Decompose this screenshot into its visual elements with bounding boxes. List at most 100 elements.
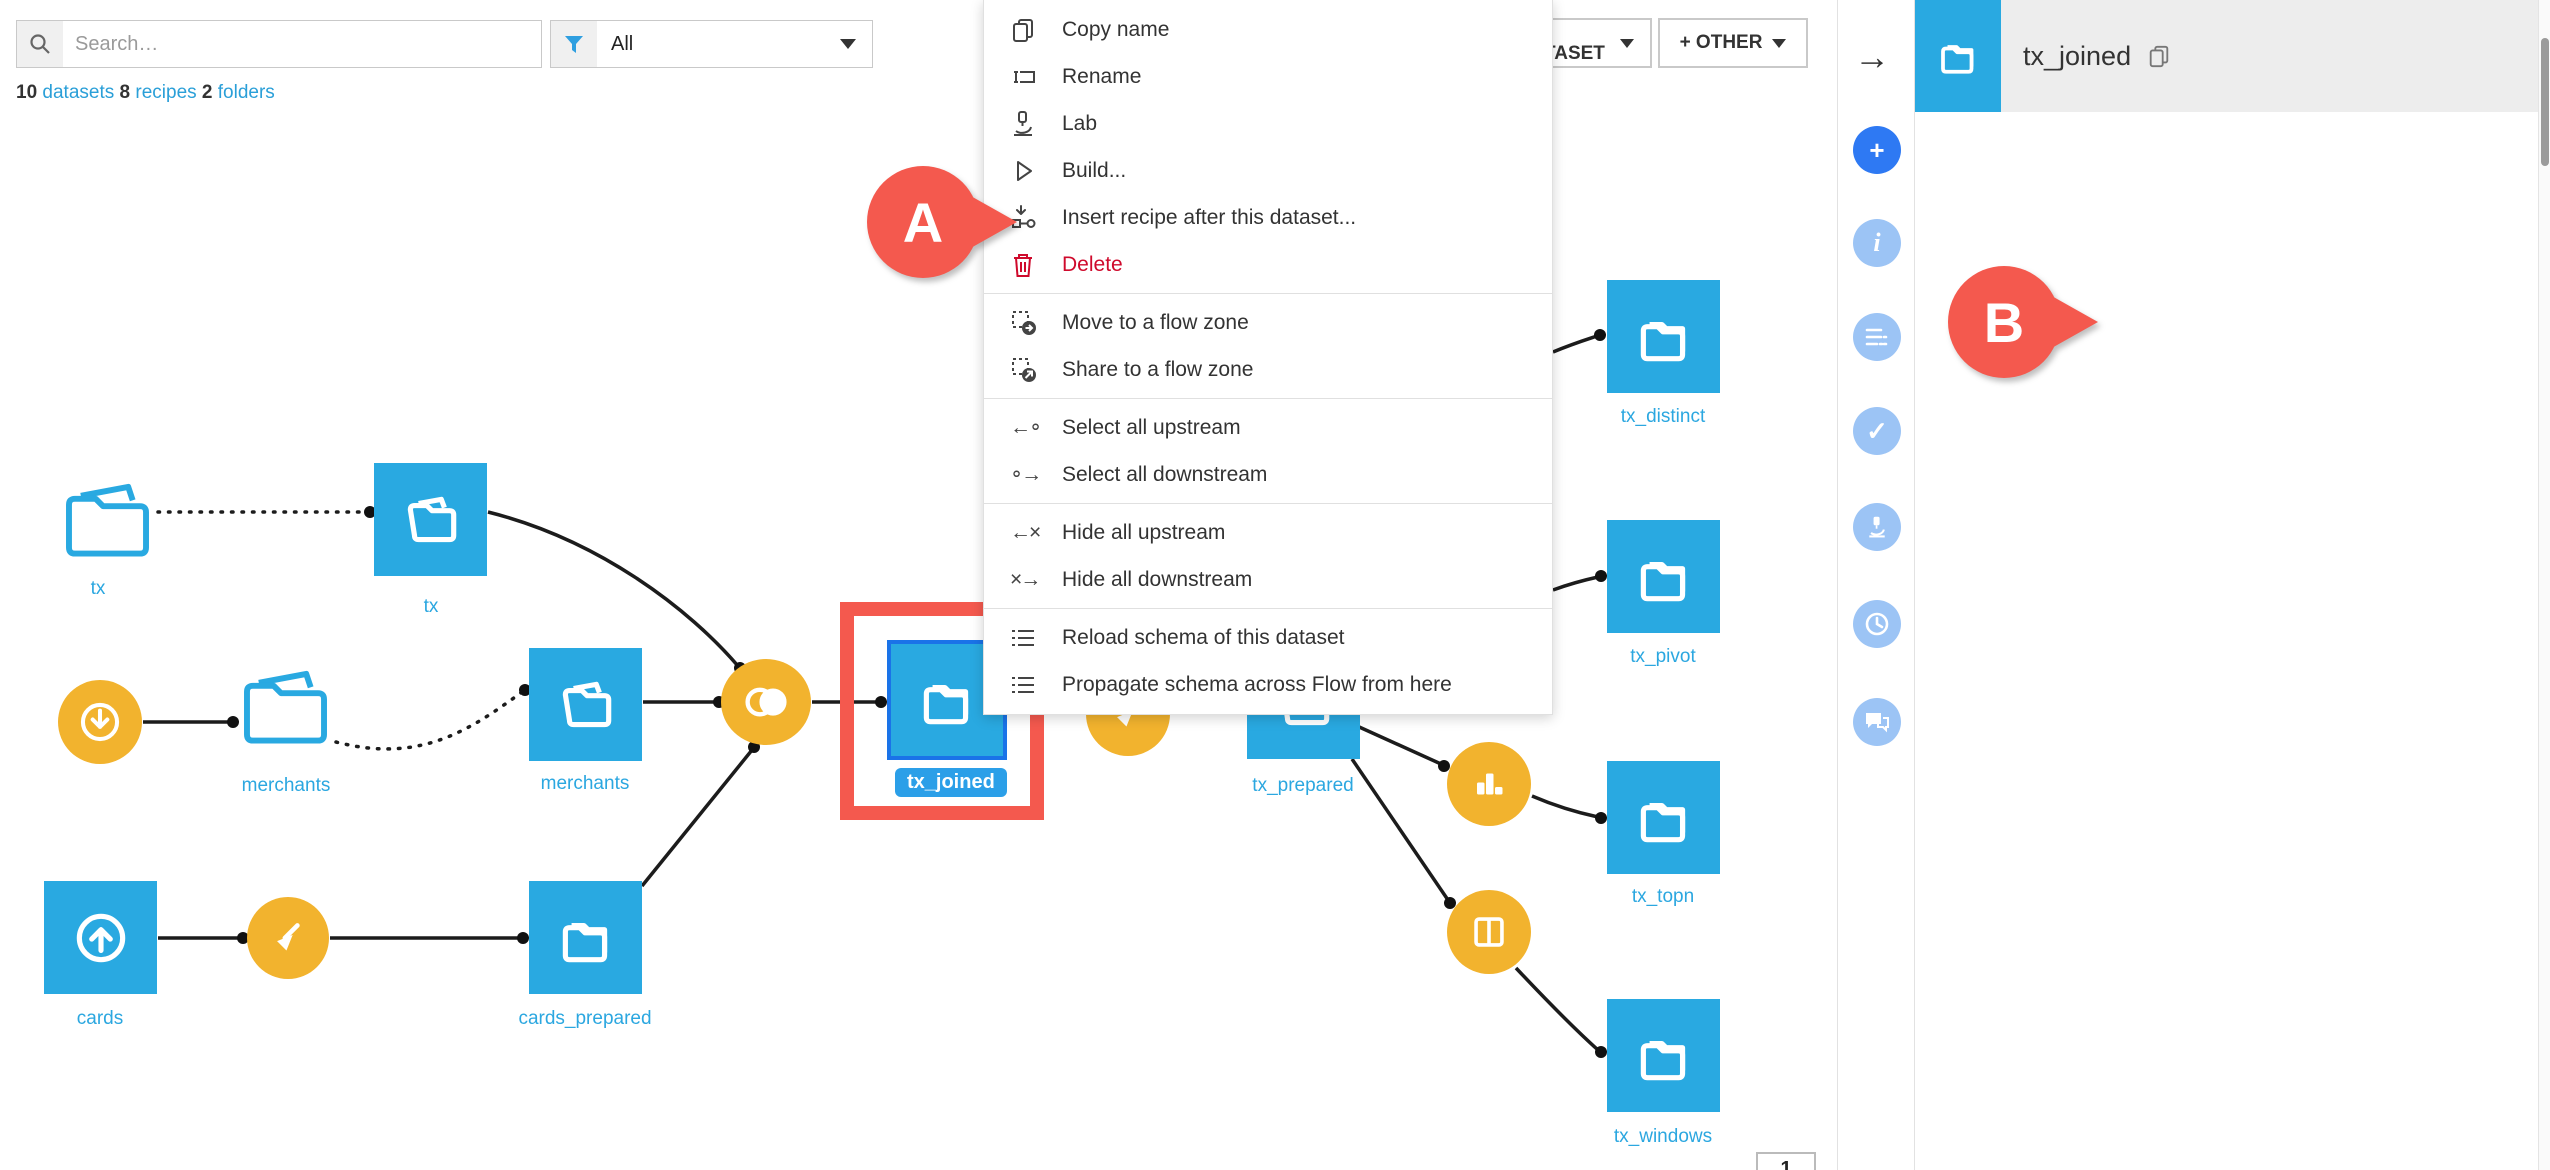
filter-dropdown[interactable]: All (550, 20, 873, 68)
recipes-link[interactable]: recipes (135, 82, 197, 103)
flow-dataset-tx-distinct[interactable] (1607, 280, 1720, 393)
rename-icon (984, 65, 1042, 89)
dataset-folder-icon (1640, 802, 1685, 842)
menu-item-select-downstream[interactable]: ∘→ Select all downstream (984, 451, 1552, 498)
menu-item-copy-name[interactable]: Copy name (984, 6, 1552, 53)
scrollbar-thumb[interactable] (2541, 38, 2549, 166)
window-recipe-icon (1474, 917, 1504, 947)
panel-scrollbar (2538, 0, 2550, 1170)
flow-dataset-merchants[interactable] (529, 648, 642, 761)
dataset-folder-icon (923, 685, 969, 725)
menu-item-lab[interactable]: Lab (984, 100, 1552, 147)
panel-header: tx_joined (1915, 0, 2538, 112)
node-label: tx_topn (1631, 886, 1695, 907)
menu-item-move-flow-zone[interactable]: Move to a flow zone (984, 299, 1552, 346)
flow-recipe-window[interactable] (1447, 890, 1531, 974)
flow-recipe-join[interactable] (721, 659, 811, 745)
select-upstream-icon: ←∘ (1010, 416, 1042, 439)
dataset-folder-icon (562, 922, 607, 962)
menu-item-reload-schema[interactable]: Reload schema of this dataset (984, 614, 1552, 661)
tab-info[interactable]: i (1853, 219, 1901, 267)
flow-zoom-indicator[interactable]: 1 (1756, 1152, 1816, 1170)
filter-funnel-icon (551, 21, 597, 67)
flow-folder-tx[interactable] (59, 481, 156, 561)
hide-downstream-icon: ×→ (1010, 567, 1041, 591)
flow-edges (143, 329, 1607, 1058)
recipe-count: 8 (119, 82, 131, 103)
selected-node-badge: tx_joined (895, 768, 1007, 797)
menu-item-propagate-schema[interactable]: Propagate schema across Flow from here (984, 661, 1552, 708)
menu-item-share-flow-zone[interactable]: Share to a flow zone (984, 346, 1552, 393)
search-input[interactable] (63, 21, 541, 67)
node-label: merchants (241, 775, 331, 796)
flow-recipe-download[interactable] (58, 680, 142, 764)
panel-tab-strip: → + i ✓ (1838, 0, 1915, 1170)
dataset-type-icon (1915, 0, 2001, 112)
join-recipe-icon (745, 687, 787, 717)
add-other-button[interactable]: + OTHER (1658, 18, 1808, 68)
menu-divider (984, 608, 1552, 609)
flow-recipe-topn[interactable] (1447, 742, 1531, 826)
share-flow-zone-icon (984, 356, 1042, 384)
node-label: tx (90, 578, 106, 599)
flow-dataset-tx-topn[interactable] (1607, 761, 1720, 874)
node-label: tx (423, 596, 439, 617)
chevron-down-icon (1772, 38, 1787, 48)
dataset-folder-icon (1640, 1040, 1685, 1080)
flow-dataset-cards[interactable] (44, 881, 157, 994)
search-icon (17, 21, 63, 67)
tab-history-clock[interactable] (1853, 600, 1901, 648)
menu-item-rename[interactable]: Rename (984, 53, 1552, 100)
datasets-link[interactable]: datasets (42, 82, 115, 103)
flow-dataset-tx-windows[interactable] (1607, 999, 1720, 1112)
menu-item-delete[interactable]: Delete (984, 241, 1552, 288)
folders-link[interactable]: folders (217, 82, 275, 103)
propagate-schema-icon (984, 674, 1042, 696)
annotation-pin-b: B (1948, 266, 2060, 378)
flow-dataset-cards-prepared[interactable] (529, 881, 642, 994)
dataset-count: 10 (16, 82, 38, 103)
node-label: tx_pivot (1630, 646, 1696, 667)
dataset-context-menu: Copy name Rename Lab Build... Insert rec… (983, 0, 1553, 715)
menu-item-build[interactable]: Build... (984, 147, 1552, 194)
chevron-down-icon (1620, 38, 1634, 48)
flow-dataset-tx-pivot[interactable] (1607, 520, 1720, 633)
flow-recipe-prepare[interactable] (247, 897, 329, 979)
node-label: tx_prepared (1252, 775, 1354, 796)
annotation-pin-a: A (867, 166, 979, 278)
menu-item-select-upstream[interactable]: ←∘ Select all upstream (984, 404, 1552, 451)
upload-dataset-icon (76, 913, 125, 962)
node-label: tx_distinct (1620, 406, 1706, 427)
chevron-down-icon (840, 39, 856, 49)
collapse-panel-icon[interactable]: → (1854, 36, 1890, 77)
hide-upstream-icon: ←× (1010, 520, 1041, 544)
tab-discussions[interactable] (1853, 698, 1901, 746)
flow-item-counts: 10 datasets 8 recipes 2 folders (16, 82, 275, 104)
dataset-folder-icon (407, 496, 456, 542)
search-box[interactable] (16, 20, 542, 68)
move-flow-zone-icon (984, 309, 1042, 337)
menu-item-hide-downstream[interactable]: ×→ Hide all downstream (984, 556, 1552, 603)
menu-item-insert-recipe[interactable]: Insert recipe after this dataset... (984, 194, 1552, 241)
node-label: cards (76, 1008, 124, 1029)
tab-schema[interactable] (1853, 313, 1901, 361)
menu-divider (984, 398, 1552, 399)
dataset-folder-icon (562, 681, 611, 727)
topn-recipe-icon (1477, 773, 1503, 795)
node-label: cards_prepared (518, 1008, 652, 1029)
dataset-folder-icon (1640, 561, 1685, 601)
tab-lab[interactable] (1853, 503, 1901, 551)
flow-dataset-tx[interactable] (374, 463, 487, 576)
tab-add-actions[interactable]: + (1853, 126, 1901, 174)
menu-item-hide-upstream[interactable]: ←× Hide all upstream (984, 509, 1552, 556)
managed-folder-icon (66, 483, 149, 557)
tab-status-checks[interactable]: ✓ (1853, 407, 1901, 455)
prepare-recipe-icon (277, 923, 300, 951)
copy-name-icon[interactable] (2147, 43, 2171, 69)
dataset-folder-icon (1640, 321, 1685, 361)
flow-folder-merchants[interactable] (237, 668, 334, 748)
select-downstream-icon: ∘→ (1010, 463, 1042, 486)
node-label: tx_windows (1613, 1126, 1713, 1147)
menu-divider (984, 503, 1552, 504)
